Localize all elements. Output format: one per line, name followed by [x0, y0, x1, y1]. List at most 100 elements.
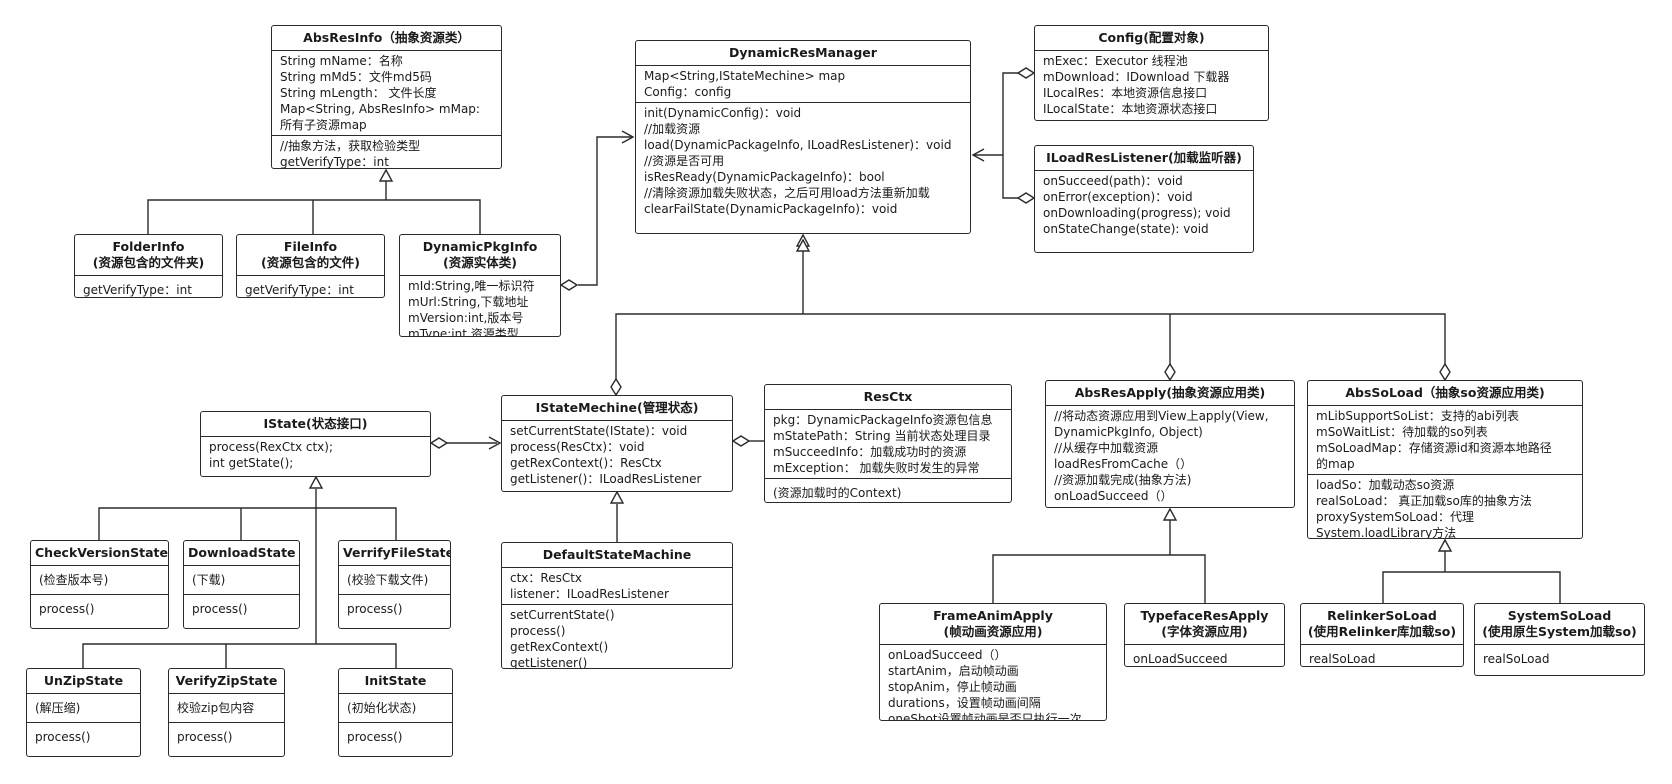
association-line: [615, 246, 1446, 379]
class-abs-so-load[interactable]: AbsSoLoad（抽象so资源应用类) mLibSupportSoList：支持…: [1307, 380, 1583, 539]
class-iload-res-listener[interactable]: ILoadResListener(加载监听器) onSucceed(path)：v…: [1034, 145, 1254, 253]
class-title: AbsSoLoad（抽象so资源应用类): [1345, 385, 1545, 400]
class-method: onLoadSucceed（）: [888, 648, 1007, 662]
inheritance-arrowhead: [378, 168, 394, 182]
class-typeface-res-apply[interactable]: TypefaceResApply (字体资源应用)onLoadSucceed: [1124, 603, 1285, 667]
class-title: RelinkerSoLoad (使用Relinker库加载so): [1307, 608, 1457, 639]
class-method: process(): [192, 602, 248, 616]
class-attribute: String mMd5：文件md5码: [280, 70, 432, 84]
class-title: VerrifyFileState: [343, 545, 451, 560]
class-method: //从缓存中加载资源: [1054, 441, 1159, 455]
class-note: (解压缩): [35, 701, 81, 715]
class-init-state[interactable]: InitState(初始化状态)process(): [338, 668, 453, 757]
class-attribute: mDownload：IDownload 下载器: [1043, 70, 1230, 84]
class-method: process(): [35, 730, 91, 744]
class-note: (资源加载时的Context): [773, 486, 902, 500]
class-notes-section: (初始化状态): [339, 693, 452, 722]
class-method: onStateChange(state): void: [1043, 222, 1209, 236]
class-download-state[interactable]: DownloadState(下载)process(): [183, 540, 300, 629]
class-title: DynamicPkgInfo (资源实体类): [422, 239, 538, 270]
class-method: process(): [347, 602, 403, 616]
class-attribute: ILocalState：本地资源状态接口: [1043, 102, 1218, 116]
class-method: DynamicPkgInfo, Object): [1054, 425, 1203, 439]
class-methods-section: process(): [27, 722, 140, 751]
inheritance-arrowhead: [795, 238, 811, 252]
class-method: System.loadLibrary方法: [1316, 526, 1457, 539]
association-line: [974, 72, 1018, 199]
class-attribute: Map<String,IStateMechine> map: [644, 69, 846, 83]
class-title: IStateMechine(管理状态): [535, 400, 699, 415]
class-istate-mechine[interactable]: IStateMechine(管理状态) setCurrentState(IStat…: [501, 395, 733, 492]
class-method: realSoLoad: [1483, 652, 1550, 666]
class-attribute: listener：ILoadResListener: [510, 587, 669, 601]
class-abs-res-apply[interactable]: AbsResApply(抽象资源应用类) //将动态资源应用到View上apply…: [1045, 380, 1295, 508]
class-notes-section: (校验下载文件): [339, 565, 450, 594]
class-title: UnZipState: [43, 673, 124, 688]
class-title: CheckVersionState: [35, 545, 168, 560]
class-file-info[interactable]: FileInfo (资源包含的文件) getVerifyType：int: [236, 234, 385, 298]
class-methods-section: process(): [184, 594, 299, 623]
dependency-arrowhead: [488, 436, 502, 450]
class-unzip-state[interactable]: UnZipState (解压缩) process(): [26, 668, 141, 757]
class-abs-res-info[interactable]: AbsResInfo（抽象资源类） String mName：名称 String m…: [271, 25, 502, 169]
class-relinker-so-load[interactable]: RelinkerSoLoad (使用Relinker库加载so) realSoLo…: [1300, 603, 1464, 667]
class-method: loadResFromCache（）: [1054, 457, 1193, 471]
class-title: FileInfo (资源包含的文件): [261, 239, 360, 270]
class-method: //将动态资源应用到View上apply(View,: [1054, 409, 1269, 423]
class-method: process(): [510, 624, 566, 638]
class-title: VerifyZipState: [175, 673, 278, 688]
class-method: loadSo：加载动态so资源: [1316, 478, 1455, 492]
class-title: ILoadResListener(加载监听器): [1046, 150, 1242, 165]
class-method: int getState();: [209, 456, 294, 470]
class-method: //加载资源: [644, 122, 701, 136]
class-attribute: mType:int,资源类型: [408, 327, 519, 337]
class-notes-section: (资源加载时的Context): [765, 478, 1011, 502]
dependency-arrowhead: [971, 148, 985, 162]
class-title: AbsResApply(抽象资源应用类): [1074, 385, 1266, 400]
class-attribute: mStatePath：String 当前状态处理目录: [773, 429, 991, 443]
class-method: onSucceed(path)：void: [1043, 174, 1183, 188]
class-method: realSoLoad: [1309, 652, 1376, 666]
inheritance-line: [98, 507, 397, 540]
class-attribute: ILocalRes：本地资源信息接口: [1043, 86, 1208, 100]
class-method: //资源加载完成(抽象方法): [1054, 473, 1192, 487]
aggregation-diamond: [610, 377, 622, 397]
class-method: process(ResCtx)：void: [510, 440, 645, 454]
class-system-so-load[interactable]: SystemSoLoad (使用原生System加载so)realSoLoad: [1474, 603, 1645, 676]
class-method: getVerifyType：int: [280, 155, 389, 169]
inheritance-line: [992, 520, 1206, 603]
class-method: onDownloading(progress); void: [1043, 206, 1231, 220]
class-title: AbsResInfo（抽象资源类）: [303, 30, 470, 45]
class-methods-section: onLoadSucceed: [1125, 644, 1284, 666]
class-method: onError(exception)：void: [1043, 190, 1193, 204]
class-methods-section: getVerifyType：int: [237, 275, 384, 297]
class-note: (下载): [192, 573, 226, 587]
class-verrify-file-state[interactable]: VerrifyFileState (校验下载文件) process(): [338, 540, 451, 629]
class-istate[interactable]: IState(状态接口)process(RexCtx ctx);int getS…: [200, 411, 431, 477]
class-attribute: String mName：名称: [280, 54, 403, 68]
class-check-version-state[interactable]: CheckVersionState(检查版本号)process(): [30, 540, 169, 629]
class-frame-anim-apply[interactable]: FrameAnimApply (帧动画资源应用)onLoadSucceed（）s…: [879, 603, 1107, 721]
class-attribute: mLibSupportSoList：支持的abi列表: [1316, 409, 1520, 423]
class-methods-section: realSoLoad: [1475, 644, 1644, 673]
class-method: process(RexCtx ctx);: [209, 440, 333, 454]
class-attribute: mException： 加载失败时发生的异常: [773, 461, 980, 475]
class-title: Config(配置对象): [1098, 30, 1205, 45]
dependency-arrowhead: [621, 130, 635, 144]
class-methods-section: process(): [169, 722, 284, 751]
class-attribute: mSoWaitList：待加载的so列表: [1316, 425, 1488, 439]
class-folder-info[interactable]: FolderInfo (资源包含的文件夹)getVerifyType：int: [74, 234, 223, 298]
